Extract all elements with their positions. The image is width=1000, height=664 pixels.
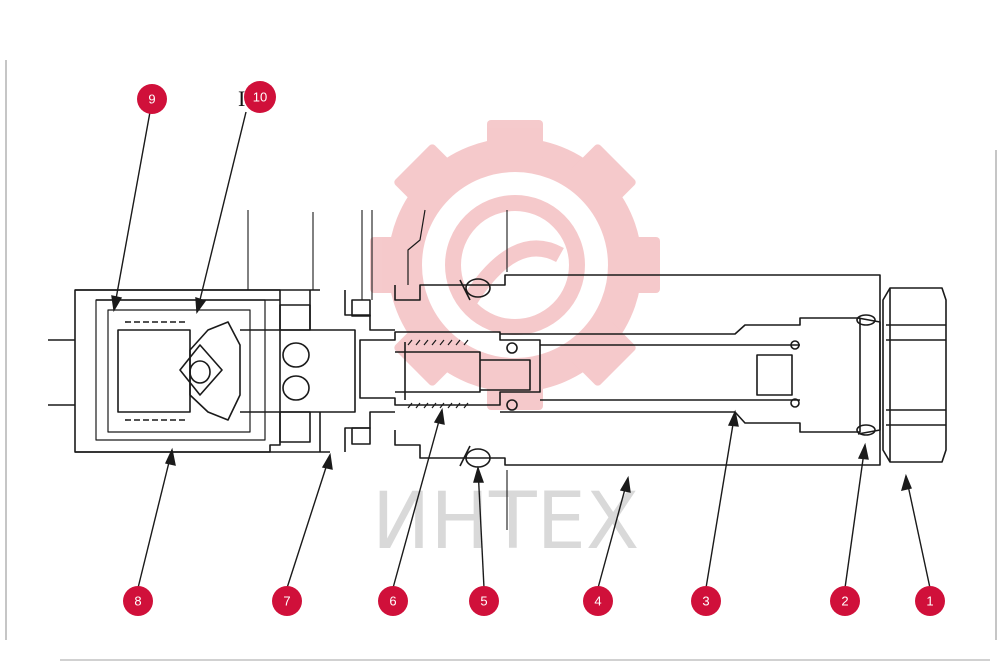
callout-10[interactable]: 10	[244, 81, 276, 113]
callout-9[interactable]: 9	[137, 84, 167, 114]
callout-1-label: 1	[926, 594, 933, 609]
callout-3[interactable]: 3	[691, 586, 721, 616]
callout-6[interactable]: 6	[378, 586, 408, 616]
stray-glyph: I	[238, 86, 245, 111]
callout-8[interactable]: 8	[123, 586, 153, 616]
callout-2[interactable]: 2	[830, 586, 860, 616]
callout-9-label: 9	[148, 92, 155, 107]
callout-4-label: 4	[594, 594, 601, 609]
watermark-text: ИНТЕХ	[372, 477, 639, 567]
callout-6-label: 6	[389, 594, 396, 609]
callout-10-label: 10	[253, 90, 267, 105]
valve-drawing	[5, 60, 997, 661]
watermark-gear-icon	[370, 120, 660, 410]
callout-8-label: 8	[134, 594, 141, 609]
callout-5[interactable]: 5	[469, 586, 499, 616]
callout-1[interactable]: 1	[915, 586, 945, 616]
callout-7[interactable]: 7	[272, 586, 302, 616]
callout-7-label: 7	[283, 594, 290, 609]
callout-5-label: 5	[480, 594, 487, 609]
leader-lines	[111, 111, 931, 589]
callout-2-label: 2	[841, 594, 848, 609]
callout-3-label: 3	[702, 594, 709, 609]
callout-4[interactable]: 4	[583, 586, 613, 616]
